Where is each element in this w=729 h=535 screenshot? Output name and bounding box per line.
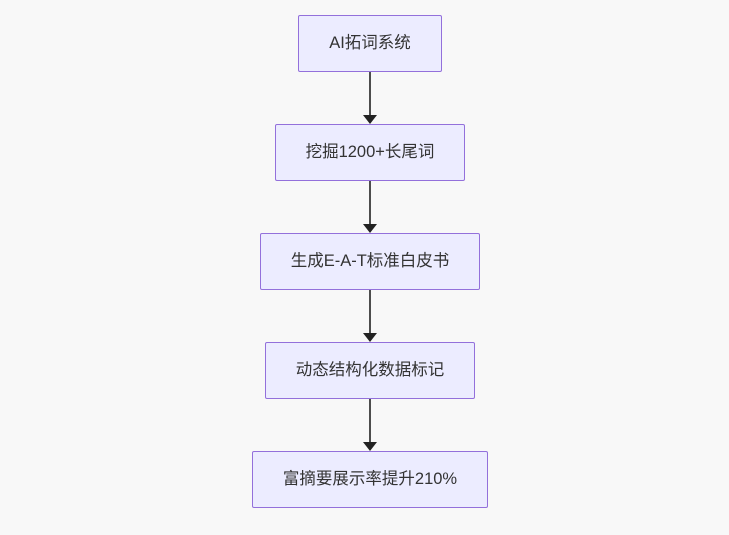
flow-arrow-4 xyxy=(363,399,377,451)
flow-arrow-3 xyxy=(363,290,377,342)
arrow-head-down-icon xyxy=(363,333,377,342)
flow-node-structured-data: 动态结构化数据标记 xyxy=(264,342,476,399)
arrow-head-down-icon xyxy=(363,115,377,124)
flow-node-rich-snippet-result: 富摘要展示率提升210% xyxy=(251,451,489,508)
arrow-line xyxy=(369,72,371,116)
flow-arrow-1 xyxy=(363,72,377,124)
arrow-head-down-icon xyxy=(363,442,377,451)
flow-node-eat-whitepaper: 生成E-A-T标准白皮书 xyxy=(259,233,481,290)
arrow-line xyxy=(369,290,371,334)
flow-node-ai-system: AI拓词系统 xyxy=(298,15,442,72)
flowchart: AI拓词系统 挖掘1200+长尾词 生成E-A-T标准白皮书 动态结构化数据标记… xyxy=(0,15,729,508)
flow-node-longtail-keywords: 挖掘1200+长尾词 xyxy=(274,124,466,181)
flow-arrow-2 xyxy=(363,181,377,233)
arrow-line xyxy=(369,399,371,443)
arrow-head-down-icon xyxy=(363,224,377,233)
arrow-line xyxy=(369,181,371,225)
